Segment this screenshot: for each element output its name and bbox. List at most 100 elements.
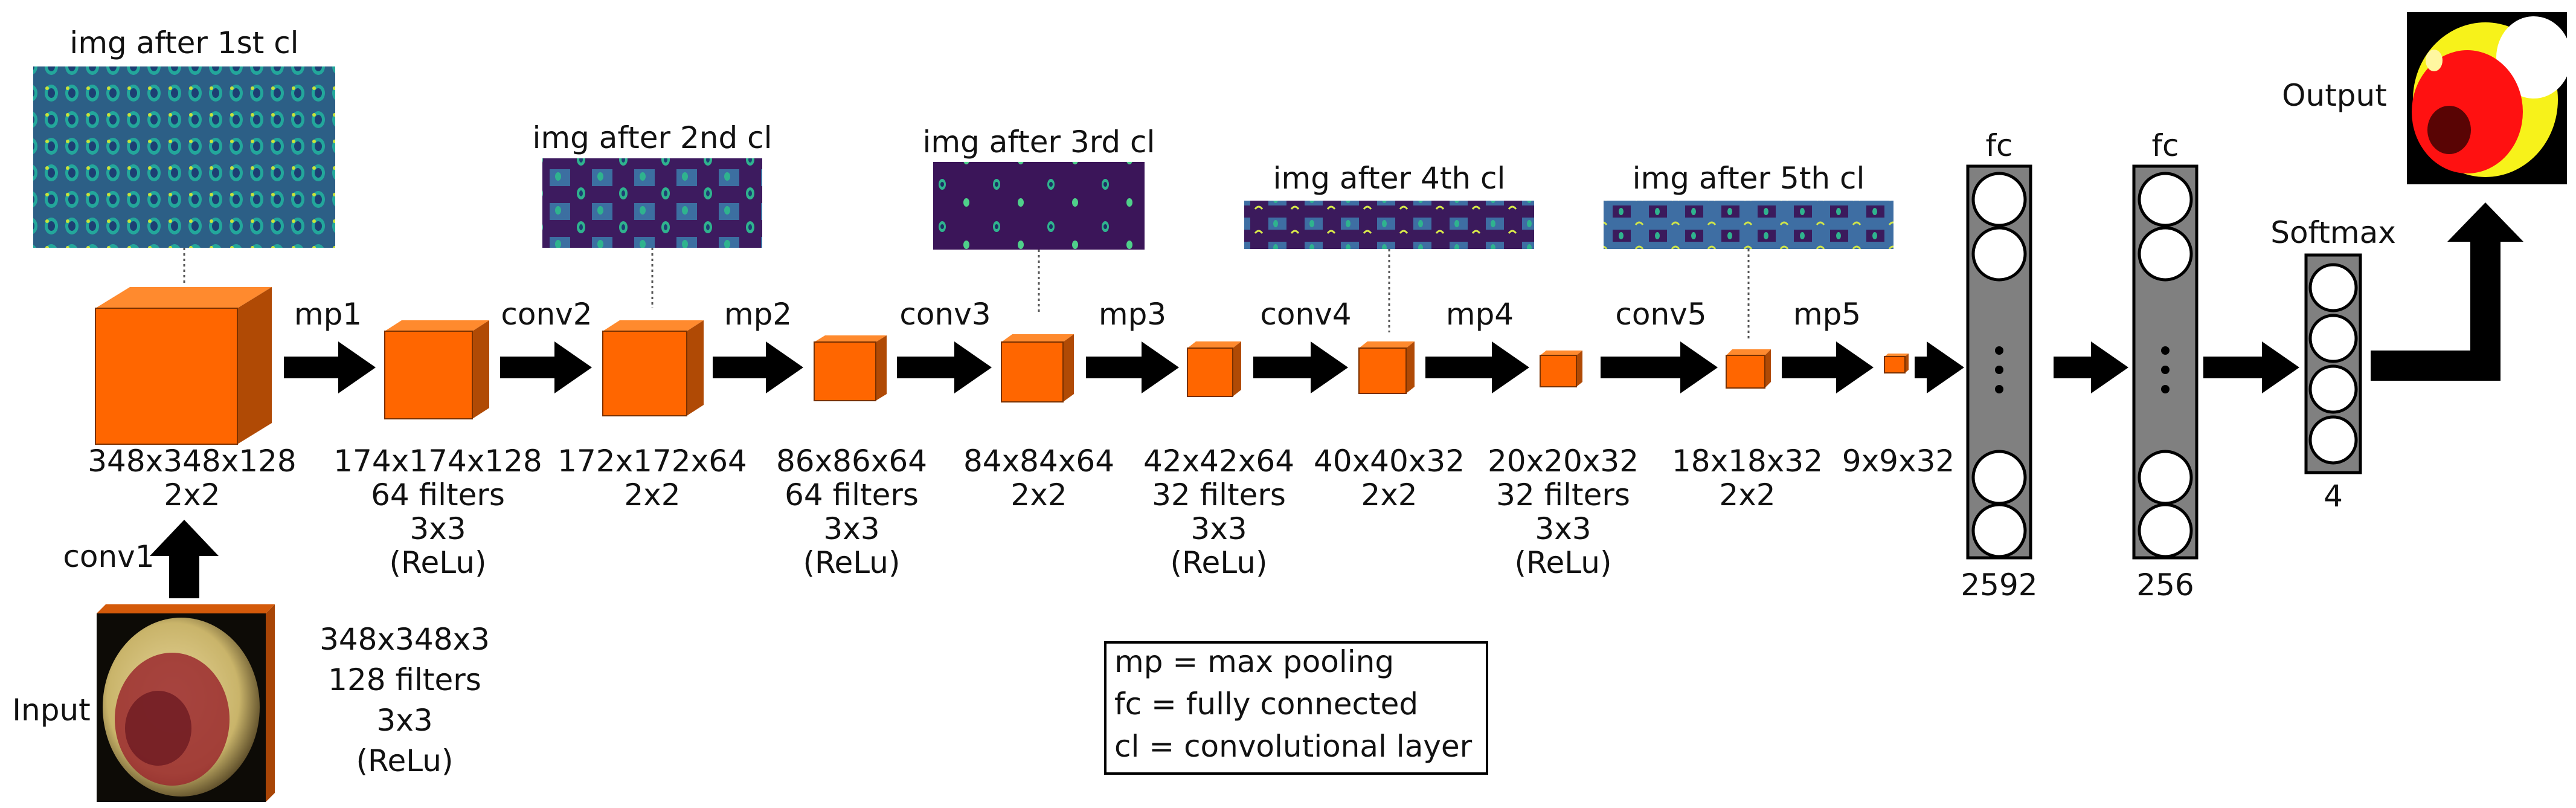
sub-l6-2: (ReLu) [1171, 545, 1268, 580]
conv1-arrow [150, 520, 219, 598]
sub-l8-2: (ReLu) [1515, 545, 1612, 580]
feature-map-2-image [542, 158, 762, 248]
sub-l2-1: 3x3 [410, 511, 466, 546]
cube-l5 [1001, 334, 1074, 402]
op-label-conv3: conv3 [899, 297, 991, 332]
input-label: Input [12, 693, 90, 728]
sub-l8-1: 3x3 [1535, 511, 1591, 546]
op-label-mp4: mp4 [1446, 297, 1514, 332]
sub-l2-2: (ReLu) [390, 545, 487, 580]
input-block [97, 604, 275, 802]
fc1-ellipsis-dot [1995, 346, 2003, 355]
fc-layer-1: fc 2592 [1961, 128, 2037, 603]
arrow-softmax-output [2371, 202, 2523, 381]
sub-l2-0: 64 filters [371, 477, 505, 512]
feature-map-3: img after 3rd cl [923, 124, 1155, 314]
legend-line-mp: mp = max pooling [1114, 644, 1394, 679]
fc1-ellipsis-dot [1995, 366, 2003, 374]
cube-l3 [602, 320, 704, 416]
softmax-neuron [2308, 263, 2358, 312]
fc1-neuron [1971, 450, 2027, 505]
cube-l6 [1187, 341, 1241, 397]
fc2-ellipsis-dot [2161, 385, 2170, 393]
sub-l6-1: 3x3 [1190, 511, 1247, 546]
dims-l10: 9x9x32 [1842, 444, 1954, 479]
op-label-mp2: mp2 [724, 297, 792, 332]
input-filters: 128 filters [328, 662, 481, 697]
arrow-conv3 [897, 341, 992, 393]
fc1-neuron [1971, 503, 2027, 558]
softmax-neuron [2308, 364, 2358, 414]
sub-l4-1: 3x3 [823, 511, 879, 546]
fc-layer-2: fc 256 [2132, 128, 2199, 603]
sub-l3-0: 2x2 [624, 477, 680, 512]
feature-map-4-title: img after 4th cl [1273, 161, 1506, 196]
feature-map-2-title: img after 2nd cl [533, 120, 772, 155]
cube-l2 [384, 320, 489, 419]
legend-line-fc: fc = fully connected [1114, 687, 1418, 722]
sub-l4-0: 64 filters [785, 477, 919, 512]
fc1-count: 2592 [1961, 567, 2037, 603]
dims-l2: 174x174x128 [333, 444, 542, 479]
fc1-ellipsis-dot [1995, 385, 2003, 393]
feature-map-2: img after 2nd cl [533, 120, 772, 308]
softmax-neuron [2308, 314, 2358, 363]
sub-l5-0: 2x2 [1010, 477, 1067, 512]
cube-l8 [1540, 351, 1582, 387]
input-dims: 348x348x3 [320, 622, 490, 657]
cube-l7 [1358, 341, 1415, 394]
arrow-mp1 [284, 341, 376, 393]
feature-map-4: img after 4th cl [1244, 161, 1534, 332]
sub-l1-0: 2x2 [164, 477, 220, 512]
legend: mp = max pooling fc = fully connected cl… [1104, 641, 1488, 775]
feature-map-3-image [933, 162, 1145, 250]
arrow-conv5 [1601, 341, 1718, 393]
feature-map-4-image [1244, 201, 1534, 249]
fc2-ellipsis-dot [2161, 346, 2170, 355]
feature-map-5: img after 5th cl [1604, 161, 1893, 341]
fc2-ellipsis-dot [2161, 366, 2170, 374]
feature-map-1-title: img after 1st cl [69, 25, 298, 60]
arrow-to-fc1 [1915, 341, 1964, 393]
arrow-fc2-softmax [2203, 341, 2299, 393]
feature-map-1-image [33, 66, 335, 248]
dims-l7: 40x40x32 [1314, 444, 1465, 479]
feature-map-1: img after 1st cl [33, 25, 335, 284]
output-label: Output [2282, 78, 2387, 113]
legend-line-cl: cl = convolutional layer [1114, 729, 1473, 764]
sub-l4-2: (ReLu) [803, 545, 901, 580]
fc2-neuron [2138, 172, 2193, 227]
fc2-title: fc [2151, 128, 2179, 163]
dims-l5: 84x84x64 [963, 444, 1114, 479]
arrow-fc1-fc2 [2054, 341, 2128, 393]
dims-l4: 86x86x64 [776, 444, 927, 479]
arrow-mp4 [1425, 341, 1529, 393]
input-kernel: 3x3 [376, 703, 432, 738]
dims-l3: 172x172x64 [557, 444, 747, 479]
feature-map-5-image [1604, 201, 1893, 249]
output-image [2407, 12, 2571, 184]
dims-l9: 18x18x32 [1672, 444, 1823, 479]
sub-l8-0: 32 filters [1496, 477, 1630, 512]
conv1-label: conv1 [63, 539, 154, 574]
softmax-count: 4 [2324, 479, 2343, 514]
legend-box [1104, 641, 1488, 775]
cube-l9 [1726, 349, 1771, 389]
arrow-conv4 [1253, 341, 1348, 393]
cube-l4 [814, 335, 887, 401]
op-label-conv2: conv2 [501, 297, 592, 332]
op-label-conv5: conv5 [1615, 297, 1706, 332]
op-label-mp1: mp1 [294, 297, 362, 332]
arrow-mp2 [713, 341, 803, 393]
softmax-layer: Softmax 4 [2270, 215, 2396, 514]
op-label-conv4: conv4 [1260, 297, 1351, 332]
arrow-conv2 [500, 341, 592, 393]
fc2-neuron [2138, 450, 2193, 505]
fc1-neuron [1971, 226, 2027, 282]
cube-l1 [95, 287, 272, 445]
sub-l6-0: 32 filters [1152, 477, 1286, 512]
arrow-mp3 [1086, 341, 1179, 393]
cube-l10 [1884, 354, 1909, 373]
softmax-neuron [2308, 415, 2358, 465]
